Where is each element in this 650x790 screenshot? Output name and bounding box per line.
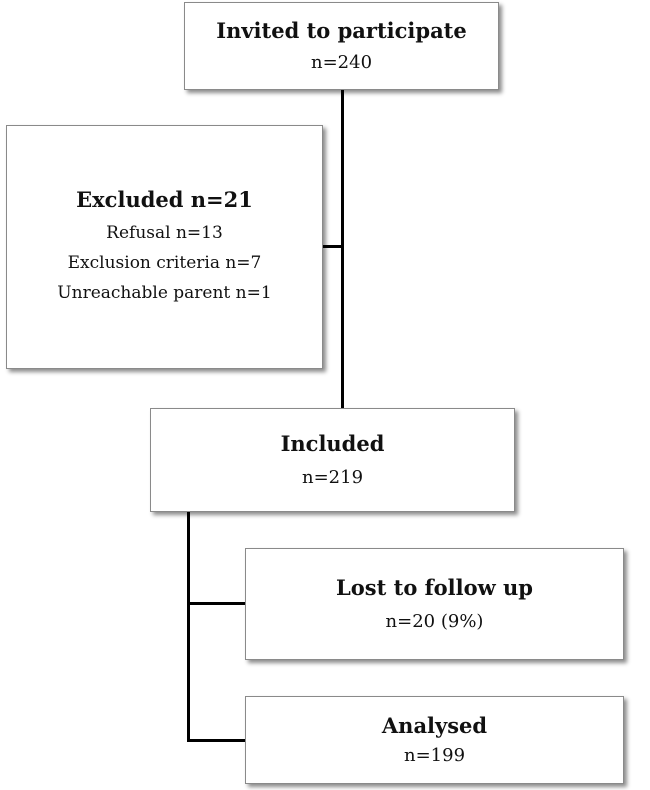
connector-to-analysed [187, 739, 247, 742]
invited-box: Invited to participate n=240 [184, 2, 499, 90]
invited-count: n=240 [310, 52, 373, 74]
invited-title: Invited to participate [216, 17, 467, 43]
included-count: n=219 [301, 467, 364, 489]
excluded-box: Excluded n=21 Refusal n=13 Exclusion cri… [6, 125, 323, 369]
excluded-reason-criteria: Exclusion criteria n=7 [67, 252, 262, 273]
included-box: Included n=219 [150, 408, 515, 512]
analysed-title: Analysed [381, 712, 488, 738]
analysed-box: Analysed n=199 [245, 696, 624, 784]
lost-title: Lost to follow up [336, 574, 533, 600]
connector-to-lost [187, 602, 247, 605]
lost-box: Lost to follow up n=20 (9%) [245, 548, 624, 660]
excluded-reason-unreachable: Unreachable parent n=1 [57, 282, 272, 303]
excluded-reason-refusal: Refusal n=13 [106, 223, 223, 244]
connector-included-down [187, 510, 190, 742]
included-title: Included [280, 430, 385, 456]
connector-to-excluded [322, 245, 344, 248]
excluded-title: Excluded n=21 [76, 186, 253, 212]
analysed-count: n=199 [403, 745, 466, 767]
lost-count: n=20 (9%) [385, 611, 484, 633]
connector-invited-to-included [341, 88, 344, 410]
